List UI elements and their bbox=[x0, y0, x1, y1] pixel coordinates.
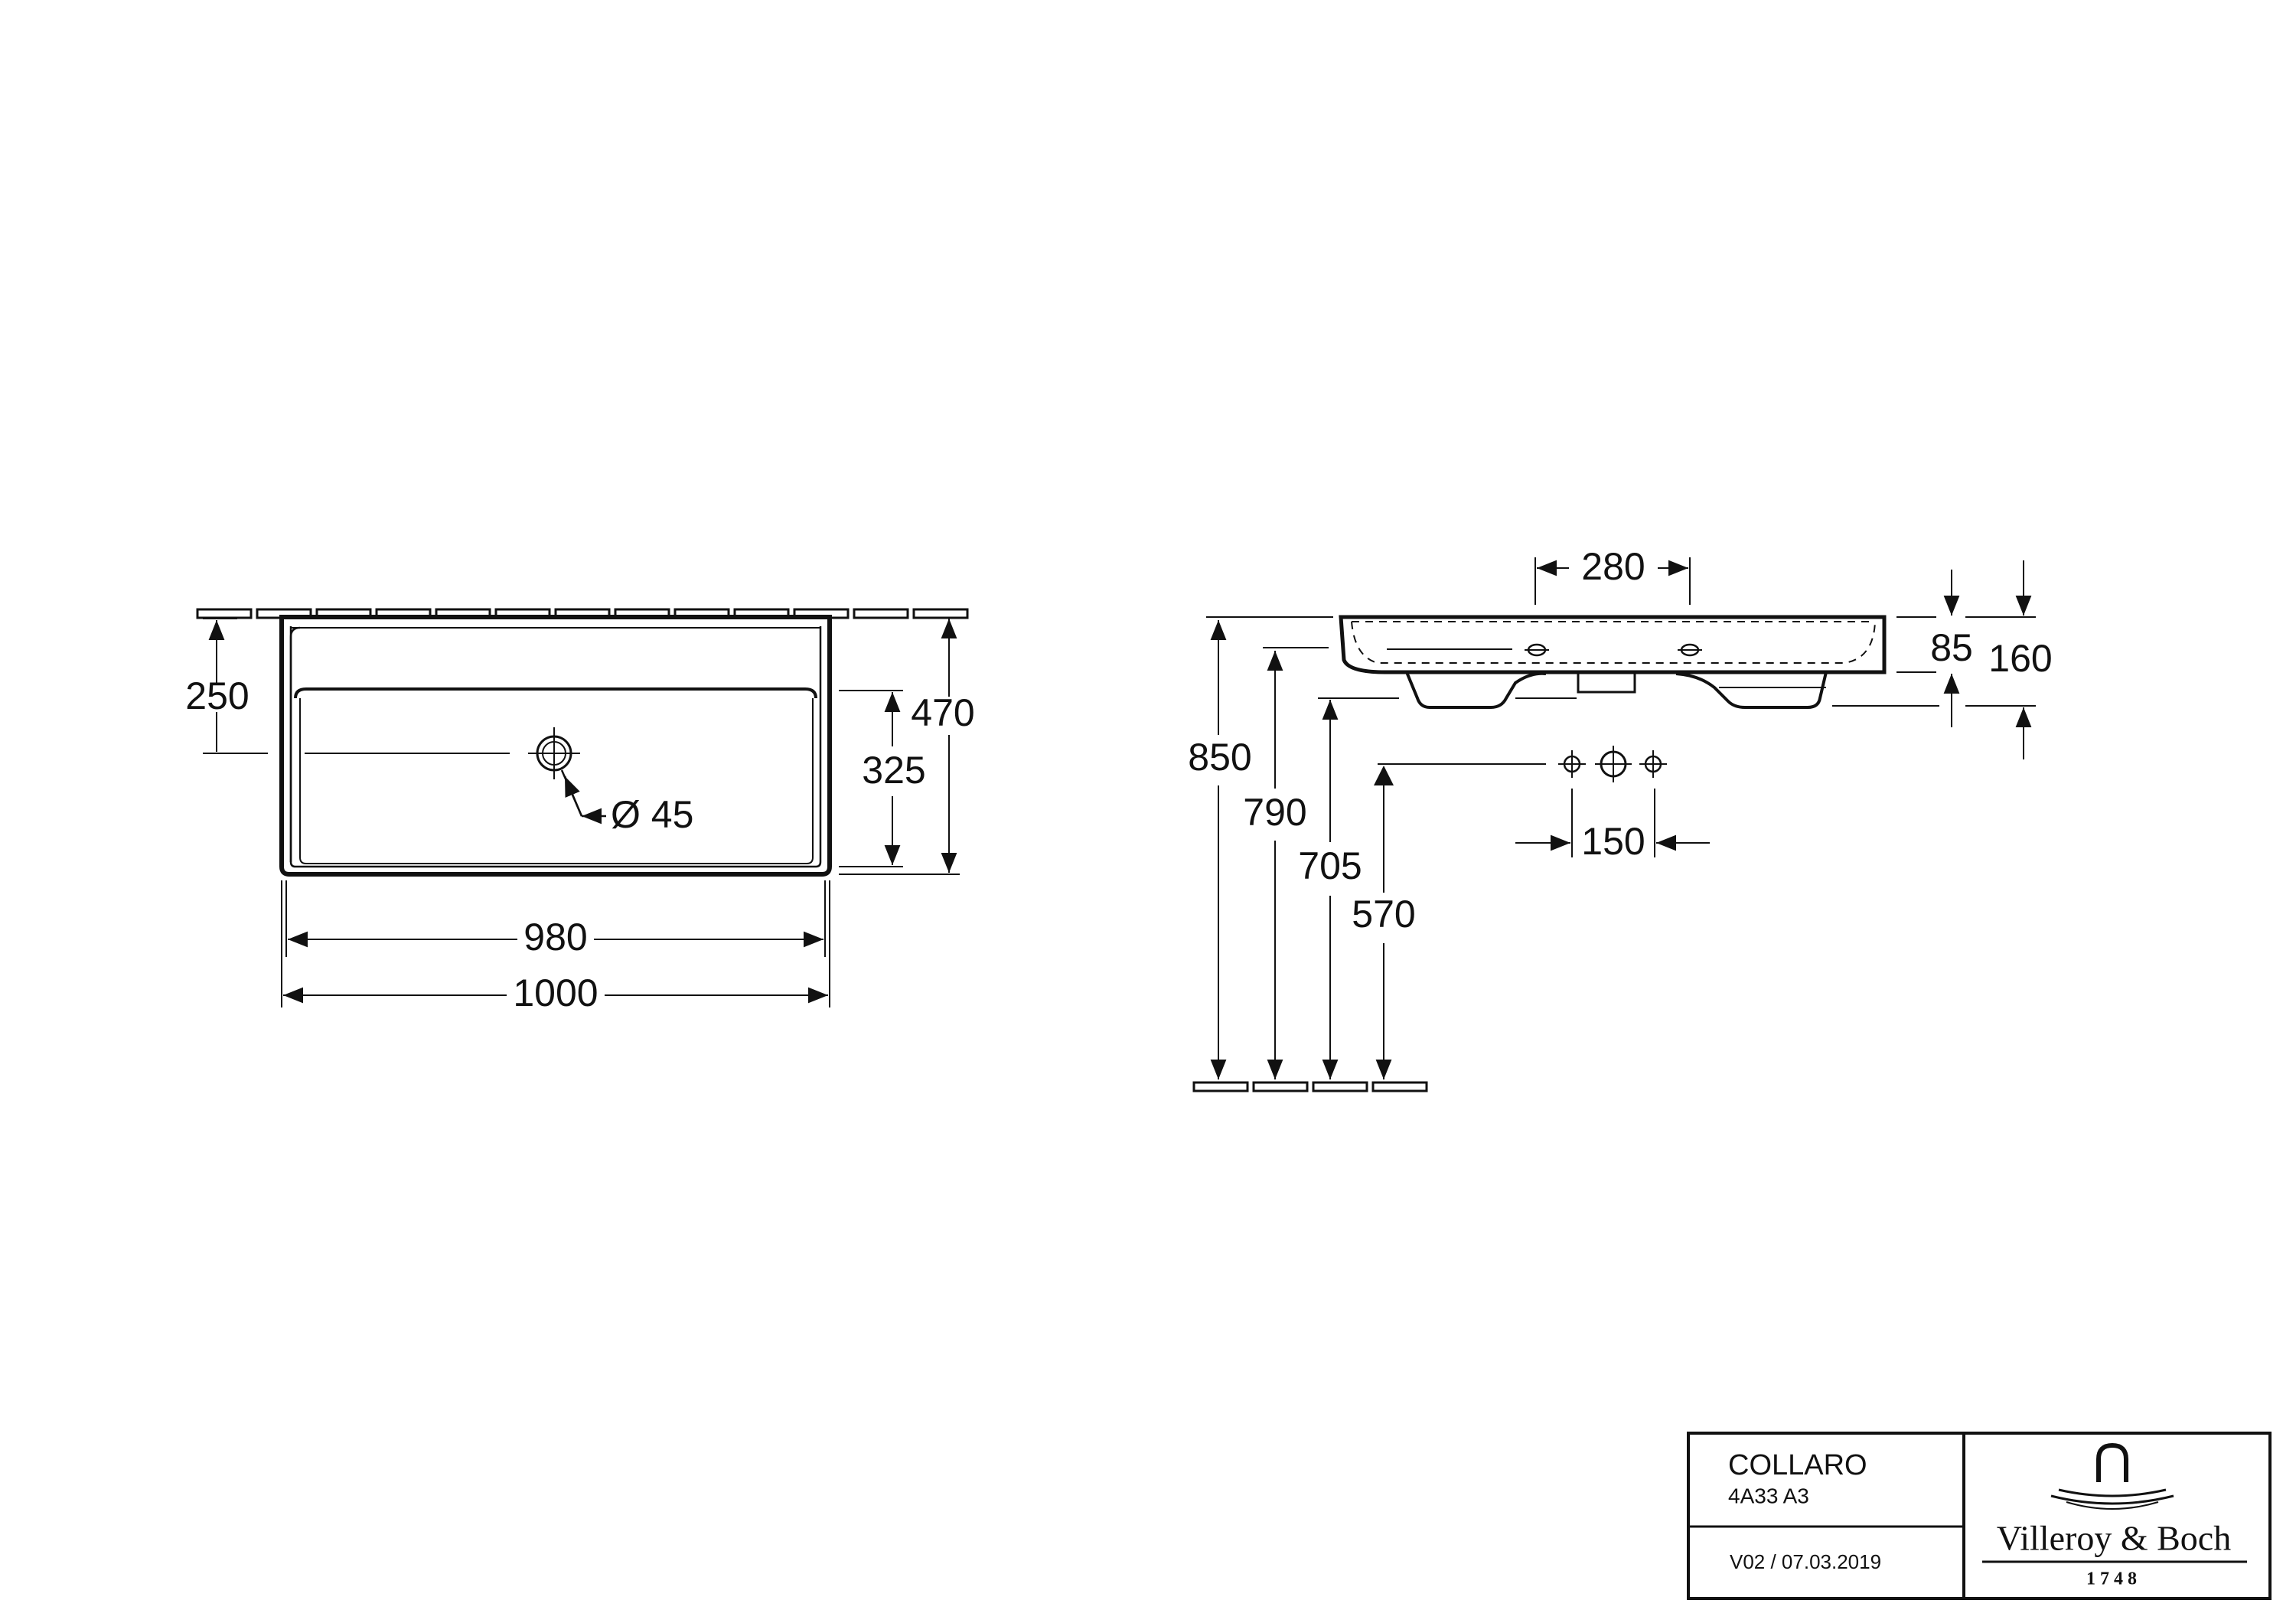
title-block: COLLARO 4A33 A3 V02 / 07.03.2019 Villero… bbox=[1687, 1432, 2272, 1600]
side-basin-profile bbox=[1339, 615, 1887, 709]
dim-tap-spacing: 150 bbox=[1581, 820, 1645, 863]
brand-name: Villeroy & Boch bbox=[1997, 1519, 2231, 1558]
dim-width-inner: 980 bbox=[523, 916, 587, 958]
dim-drain-from-back: 250 bbox=[185, 674, 249, 717]
brand-year: 1748 bbox=[2086, 1569, 2141, 1589]
dim-width-outer: 1000 bbox=[513, 972, 598, 1014]
side-dim-850: 850 bbox=[1188, 616, 1333, 1079]
plan-view: 250 470 325 Ø 45 bbox=[185, 608, 975, 1014]
plan-dim-250: 250 bbox=[185, 618, 268, 754]
plan-dim-325: 325 bbox=[839, 690, 926, 867]
plan-dim-470: 470 bbox=[839, 619, 975, 875]
dim-top-width: 280 bbox=[1581, 545, 1645, 588]
side-dim-570: 570 bbox=[1352, 766, 1416, 1079]
plan-dim-drain-diameter: Ø 45 bbox=[560, 769, 693, 836]
side-base-guide-lines bbox=[1515, 687, 1826, 699]
version-date: V02 / 07.03.2019 bbox=[1730, 1550, 1881, 1573]
faucet-water-icon bbox=[2050, 1442, 2174, 1510]
product-name: COLLARO bbox=[1728, 1449, 1867, 1481]
dim-depth-total: 470 bbox=[911, 691, 974, 734]
side-dim-150: 150 bbox=[1515, 789, 1710, 863]
plan-dim-980: 980 bbox=[285, 880, 826, 958]
plan-dim-1000: 1000 bbox=[281, 880, 830, 1014]
article-code: 4A33 A3 bbox=[1728, 1484, 1809, 1507]
side-view: 280 85 160 bbox=[1188, 545, 2053, 1092]
side-dim-160: 160 bbox=[1832, 560, 2053, 759]
dim-height-850: 850 bbox=[1188, 736, 1251, 779]
plan-basin-outline bbox=[279, 615, 832, 877]
dim-height-705: 705 bbox=[1298, 844, 1362, 887]
side-tap-holes bbox=[1378, 746, 1667, 782]
dim-height-570: 570 bbox=[1352, 893, 1415, 936]
side-floor-hatch bbox=[1192, 1081, 1428, 1092]
side-dim-705: 705 bbox=[1298, 697, 1399, 1079]
side-dim-790: 790 bbox=[1243, 647, 1329, 1079]
dim-height-790: 790 bbox=[1243, 791, 1306, 834]
side-dim-85: 85 bbox=[1896, 570, 1973, 727]
side-dim-280: 280 bbox=[1534, 545, 1691, 605]
plan-drain bbox=[305, 727, 580, 779]
dim-rim-height: 85 bbox=[1930, 626, 1973, 669]
dim-depth-front: 325 bbox=[862, 749, 925, 792]
dim-total-height: 160 bbox=[1988, 637, 2052, 680]
dim-drain-diameter: Ø 45 bbox=[611, 793, 693, 836]
